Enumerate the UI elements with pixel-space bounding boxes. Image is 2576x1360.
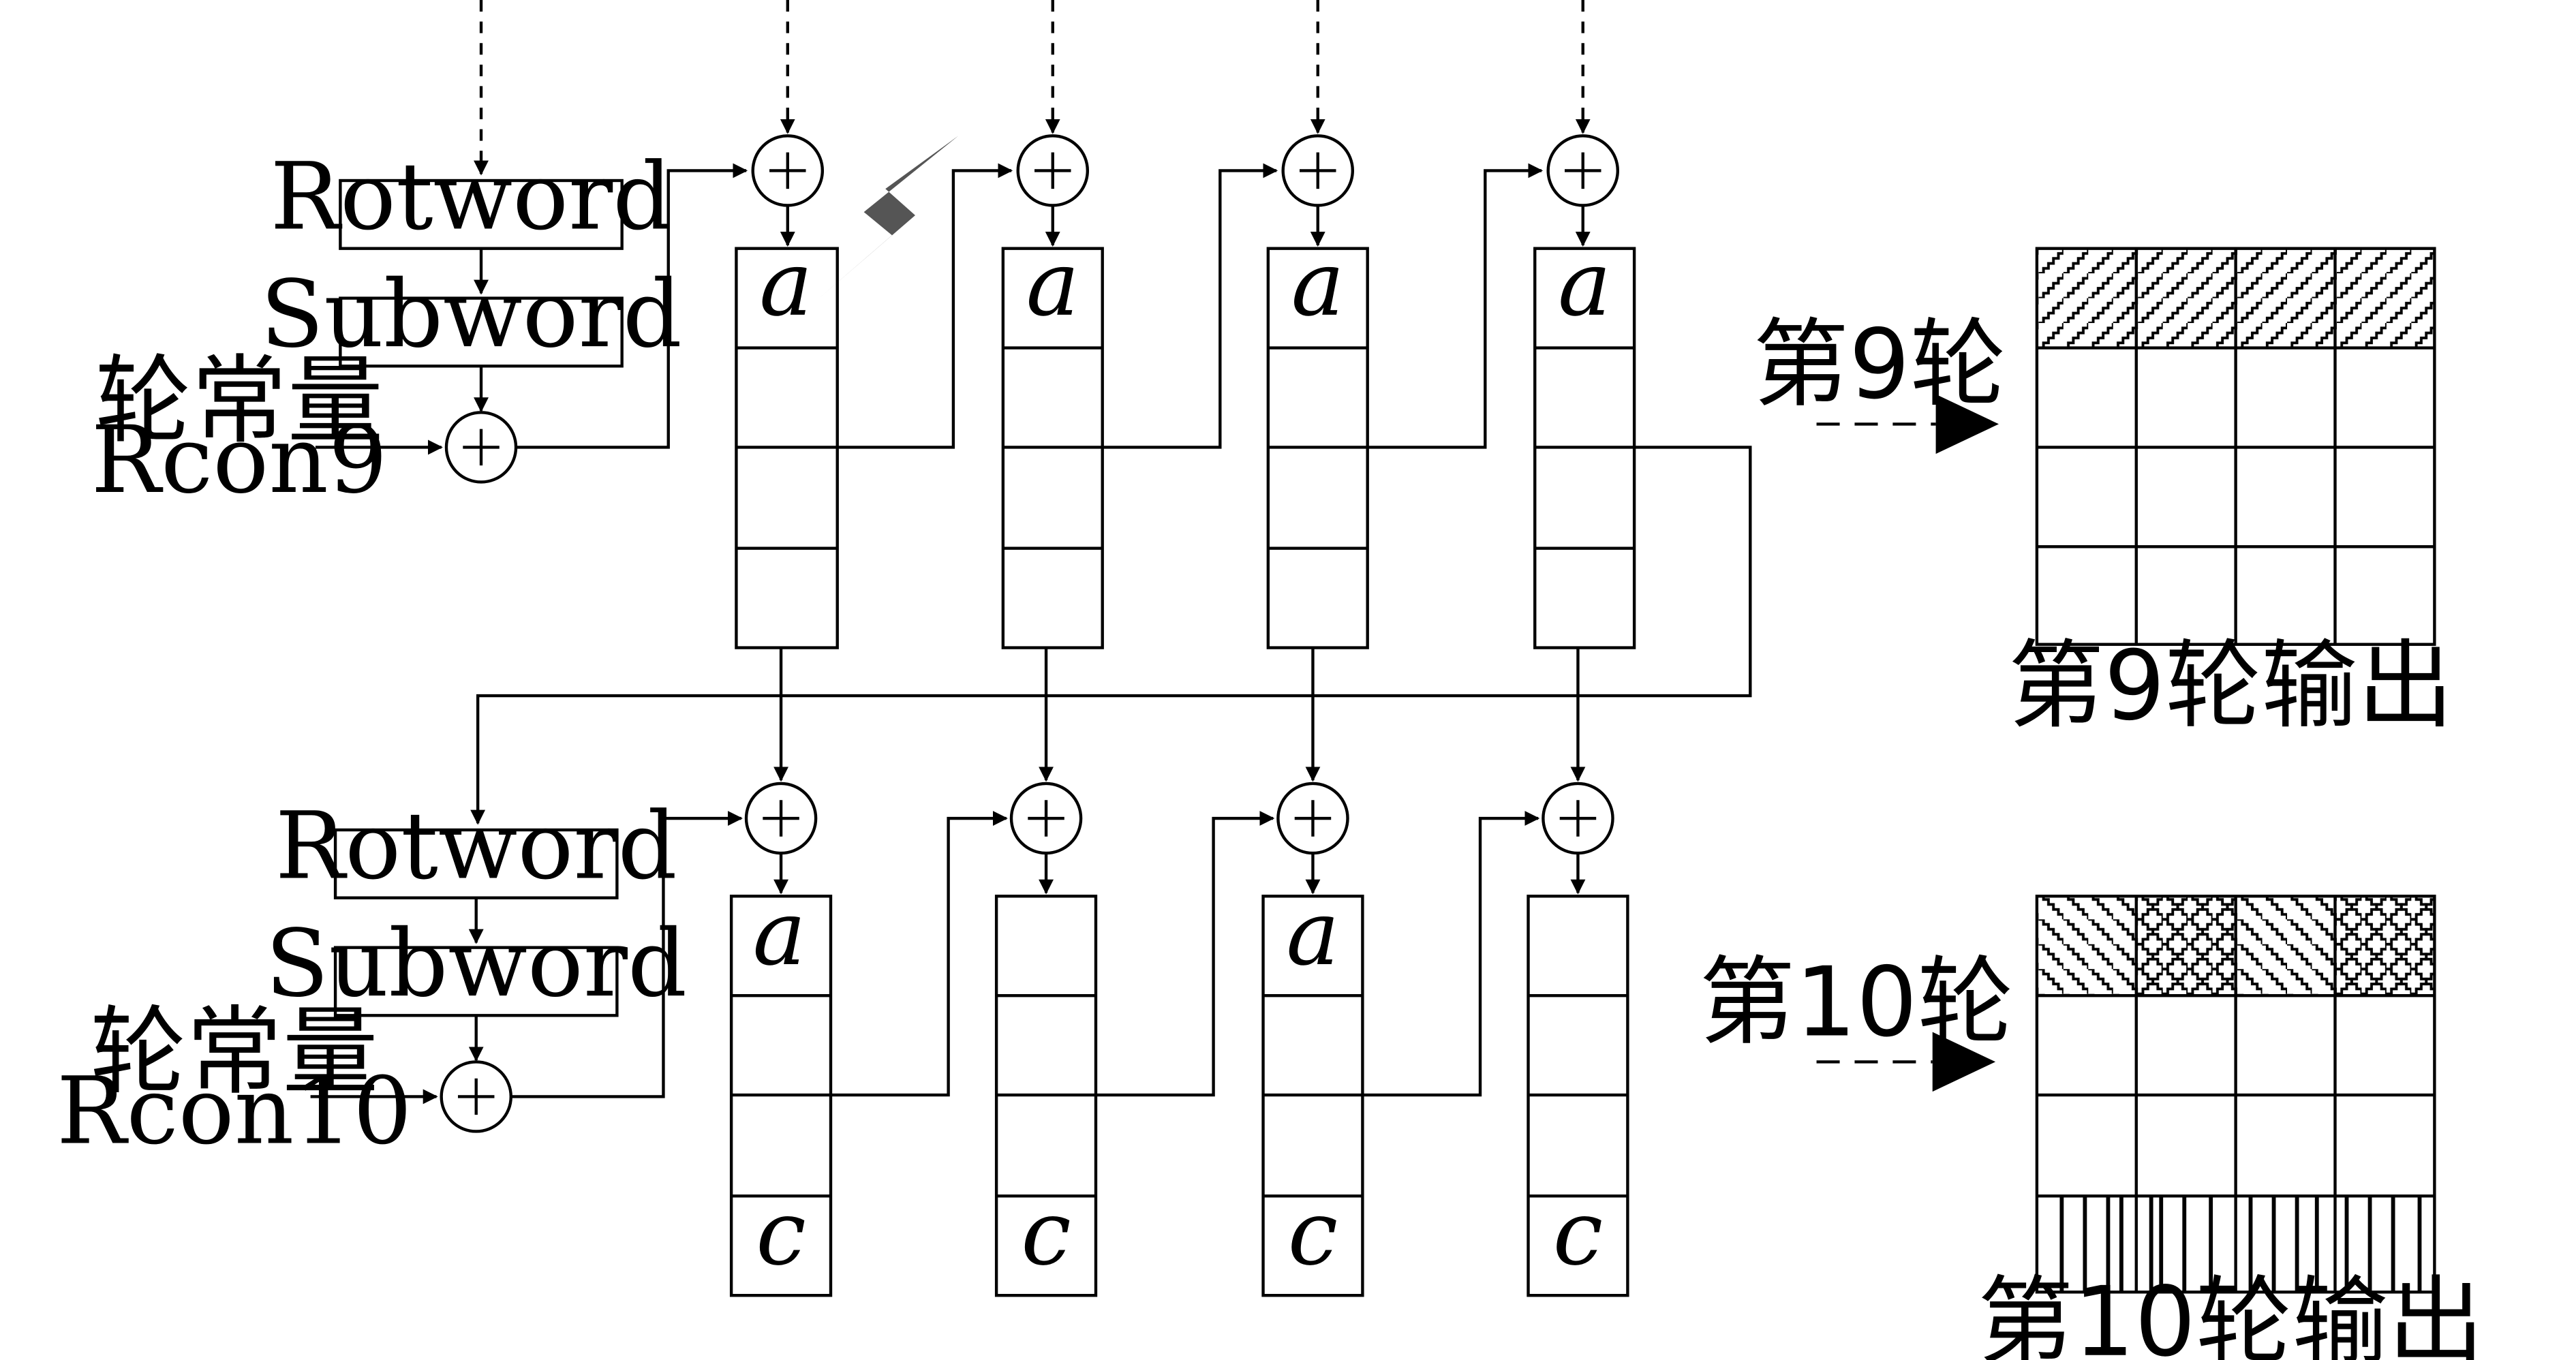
round9-arrow-label: 第9轮 bbox=[1753, 309, 2006, 420]
round10-output-arrow bbox=[1816, 1032, 1996, 1092]
svg-text:c: c bbox=[1553, 1181, 1604, 1285]
round9-output-arrow bbox=[1816, 394, 1999, 454]
round10-output-grid bbox=[2035, 895, 2436, 1294]
round10-output-label: 第10轮输出 bbox=[1978, 1267, 2484, 1360]
rcon-cn-label-r9: 轮常量 bbox=[95, 345, 384, 457]
svg-text:a: a bbox=[1026, 232, 1079, 336]
rotword-label-r9: Rotword bbox=[271, 144, 673, 251]
round10-group bbox=[310, 782, 1629, 1297]
round9-output-grid bbox=[2035, 247, 2436, 646]
word-top-labels-r10: a a bbox=[752, 881, 1339, 985]
rcon-cn-label-r10: 轮常量 bbox=[90, 996, 378, 1108]
svg-text:a: a bbox=[1291, 232, 1345, 336]
round9-group bbox=[315, 0, 1752, 825]
subword-label-r9: Subword bbox=[260, 261, 682, 369]
svg-text:a: a bbox=[752, 881, 806, 985]
round9-output-label: 第9轮输出 bbox=[2008, 630, 2453, 742]
rotword-label-r10: Rotword bbox=[275, 793, 677, 901]
xor-row-r9 bbox=[751, 134, 1619, 207]
svg-text:c: c bbox=[1288, 1181, 1338, 1285]
word-bottom-labels-r10: c c c c bbox=[756, 1181, 1603, 1285]
svg-text:a: a bbox=[1558, 232, 1611, 336]
rcon-label-r10: Rcon10 bbox=[57, 1058, 412, 1166]
word-top-labels-r9: a a a a bbox=[759, 232, 1611, 336]
svg-text:c: c bbox=[1021, 1181, 1071, 1285]
svg-text:c: c bbox=[756, 1181, 806, 1285]
rcon-label-r9: Rcon9 bbox=[91, 407, 388, 514]
svg-text:a: a bbox=[759, 232, 812, 336]
fault-lightning-icon bbox=[818, 136, 959, 298]
svg-text:a: a bbox=[1286, 881, 1339, 985]
subword-label-r10: Subword bbox=[265, 910, 687, 1018]
round10-arrow-label: 第10轮 bbox=[1699, 946, 2013, 1058]
